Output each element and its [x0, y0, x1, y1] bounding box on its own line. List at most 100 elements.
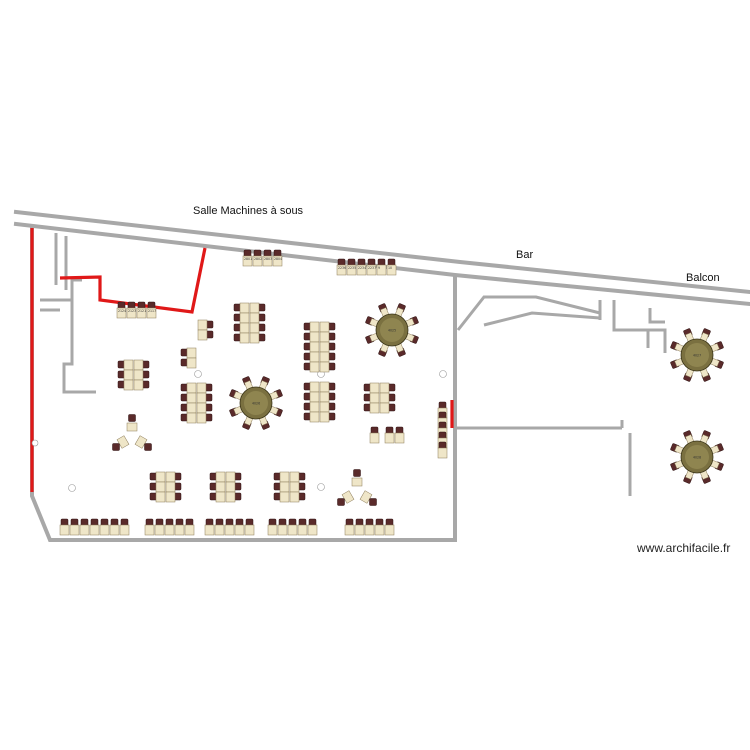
round-table-label: 4026: [252, 402, 260, 406]
machine-table: [116, 307, 127, 319]
machine-table: [309, 401, 320, 413]
round-table-center: [244, 391, 268, 415]
machine-table: [186, 357, 197, 369]
machine-table: [186, 412, 197, 424]
machine-table: [155, 481, 166, 493]
machine-table: [69, 524, 80, 536]
table-label: 2801: [244, 257, 252, 261]
machine-table: [196, 392, 207, 404]
machine-table: [279, 471, 290, 483]
machine-table: [196, 382, 207, 394]
chair: [112, 443, 120, 451]
machine-table: [346, 264, 357, 276]
machine-table: [309, 381, 320, 393]
machine-table: [319, 401, 330, 413]
table-label: 2804: [274, 257, 282, 261]
table-label: 2121: [138, 309, 146, 313]
machine-table: [309, 351, 320, 363]
machine-table: [196, 402, 207, 414]
machine-table: [319, 341, 330, 353]
machine-table: [59, 524, 70, 536]
machine-table: [344, 524, 355, 536]
machine-table: [379, 392, 390, 404]
round-table-center: [685, 445, 709, 469]
red-walls: [30, 228, 454, 492]
machine-table: [386, 264, 397, 276]
machine-table: [319, 381, 330, 393]
machine-table: [369, 402, 380, 414]
machine-table: [165, 481, 176, 493]
chair: [337, 498, 345, 506]
machine-table: [354, 524, 365, 536]
machine-table: [277, 524, 288, 536]
machine-table: [369, 432, 380, 444]
machine-table: [79, 524, 90, 536]
machine-table: [336, 264, 347, 276]
machine-table: [123, 379, 134, 391]
table-label: 2235: [348, 266, 356, 270]
machine-table: [319, 331, 330, 343]
machine-table: [297, 524, 308, 536]
round-table-center: [685, 343, 709, 367]
table-label: 2117: [148, 309, 156, 313]
machine-table: [186, 402, 197, 414]
machine-table: [197, 319, 208, 331]
machine-table: [239, 322, 250, 334]
machine-table: [319, 361, 330, 373]
chair: [353, 469, 361, 477]
room-label-balcon: Balcon: [686, 272, 720, 284]
chair: [128, 414, 136, 422]
machine-table: [319, 391, 330, 403]
machine-table: [155, 491, 166, 503]
machine-table: [204, 524, 215, 536]
round-table-label: 4028: [693, 456, 701, 460]
machine-table: [123, 369, 134, 381]
machine-table: [126, 307, 137, 319]
machine-table: [249, 312, 260, 324]
machine-table: [133, 379, 144, 391]
machine-table: [379, 382, 390, 394]
machine-table: [369, 382, 380, 394]
machine-table: [309, 341, 320, 353]
machine-table: [99, 524, 110, 536]
machine-table: [186, 392, 197, 404]
round-table-label: 4027: [693, 354, 701, 358]
machine-table: [239, 332, 250, 344]
machine-table: [309, 331, 320, 343]
machine-table: [126, 422, 138, 432]
table-label: 2237: [368, 266, 376, 270]
machine-table: [384, 524, 395, 536]
machine-table: [379, 402, 390, 414]
machine-table: [133, 359, 144, 371]
machine-table: [374, 524, 385, 536]
machine-table: [164, 524, 175, 536]
machine-table: [279, 491, 290, 503]
watermark: www.archifacile.fr: [637, 541, 731, 555]
machine-table: [144, 524, 155, 536]
chair: [144, 443, 152, 451]
machine-table: [309, 321, 320, 333]
machine-table: [119, 524, 130, 536]
machine-table: [123, 359, 134, 371]
machine-table: [272, 255, 283, 267]
machine-table: [384, 432, 395, 444]
machine-table: [133, 369, 144, 381]
machine-table: [214, 524, 225, 536]
machine-table: [262, 255, 273, 267]
table-label: 2236: [338, 266, 346, 270]
table-label: 9: [378, 266, 380, 270]
machine-table: [174, 524, 185, 536]
machine-table: [225, 491, 236, 503]
machine-table: [252, 255, 263, 267]
machine-table: [224, 524, 235, 536]
table-label: 2124: [118, 309, 126, 313]
machine-table: [165, 491, 176, 503]
machine-table: [215, 481, 226, 493]
machine-table: [197, 329, 208, 341]
machine-table: [239, 302, 250, 314]
machine-table: [289, 471, 300, 483]
pillars: [31, 370, 447, 492]
machine-table: [319, 321, 330, 333]
machine-table: [351, 477, 363, 487]
table-label: 2802: [254, 257, 262, 261]
